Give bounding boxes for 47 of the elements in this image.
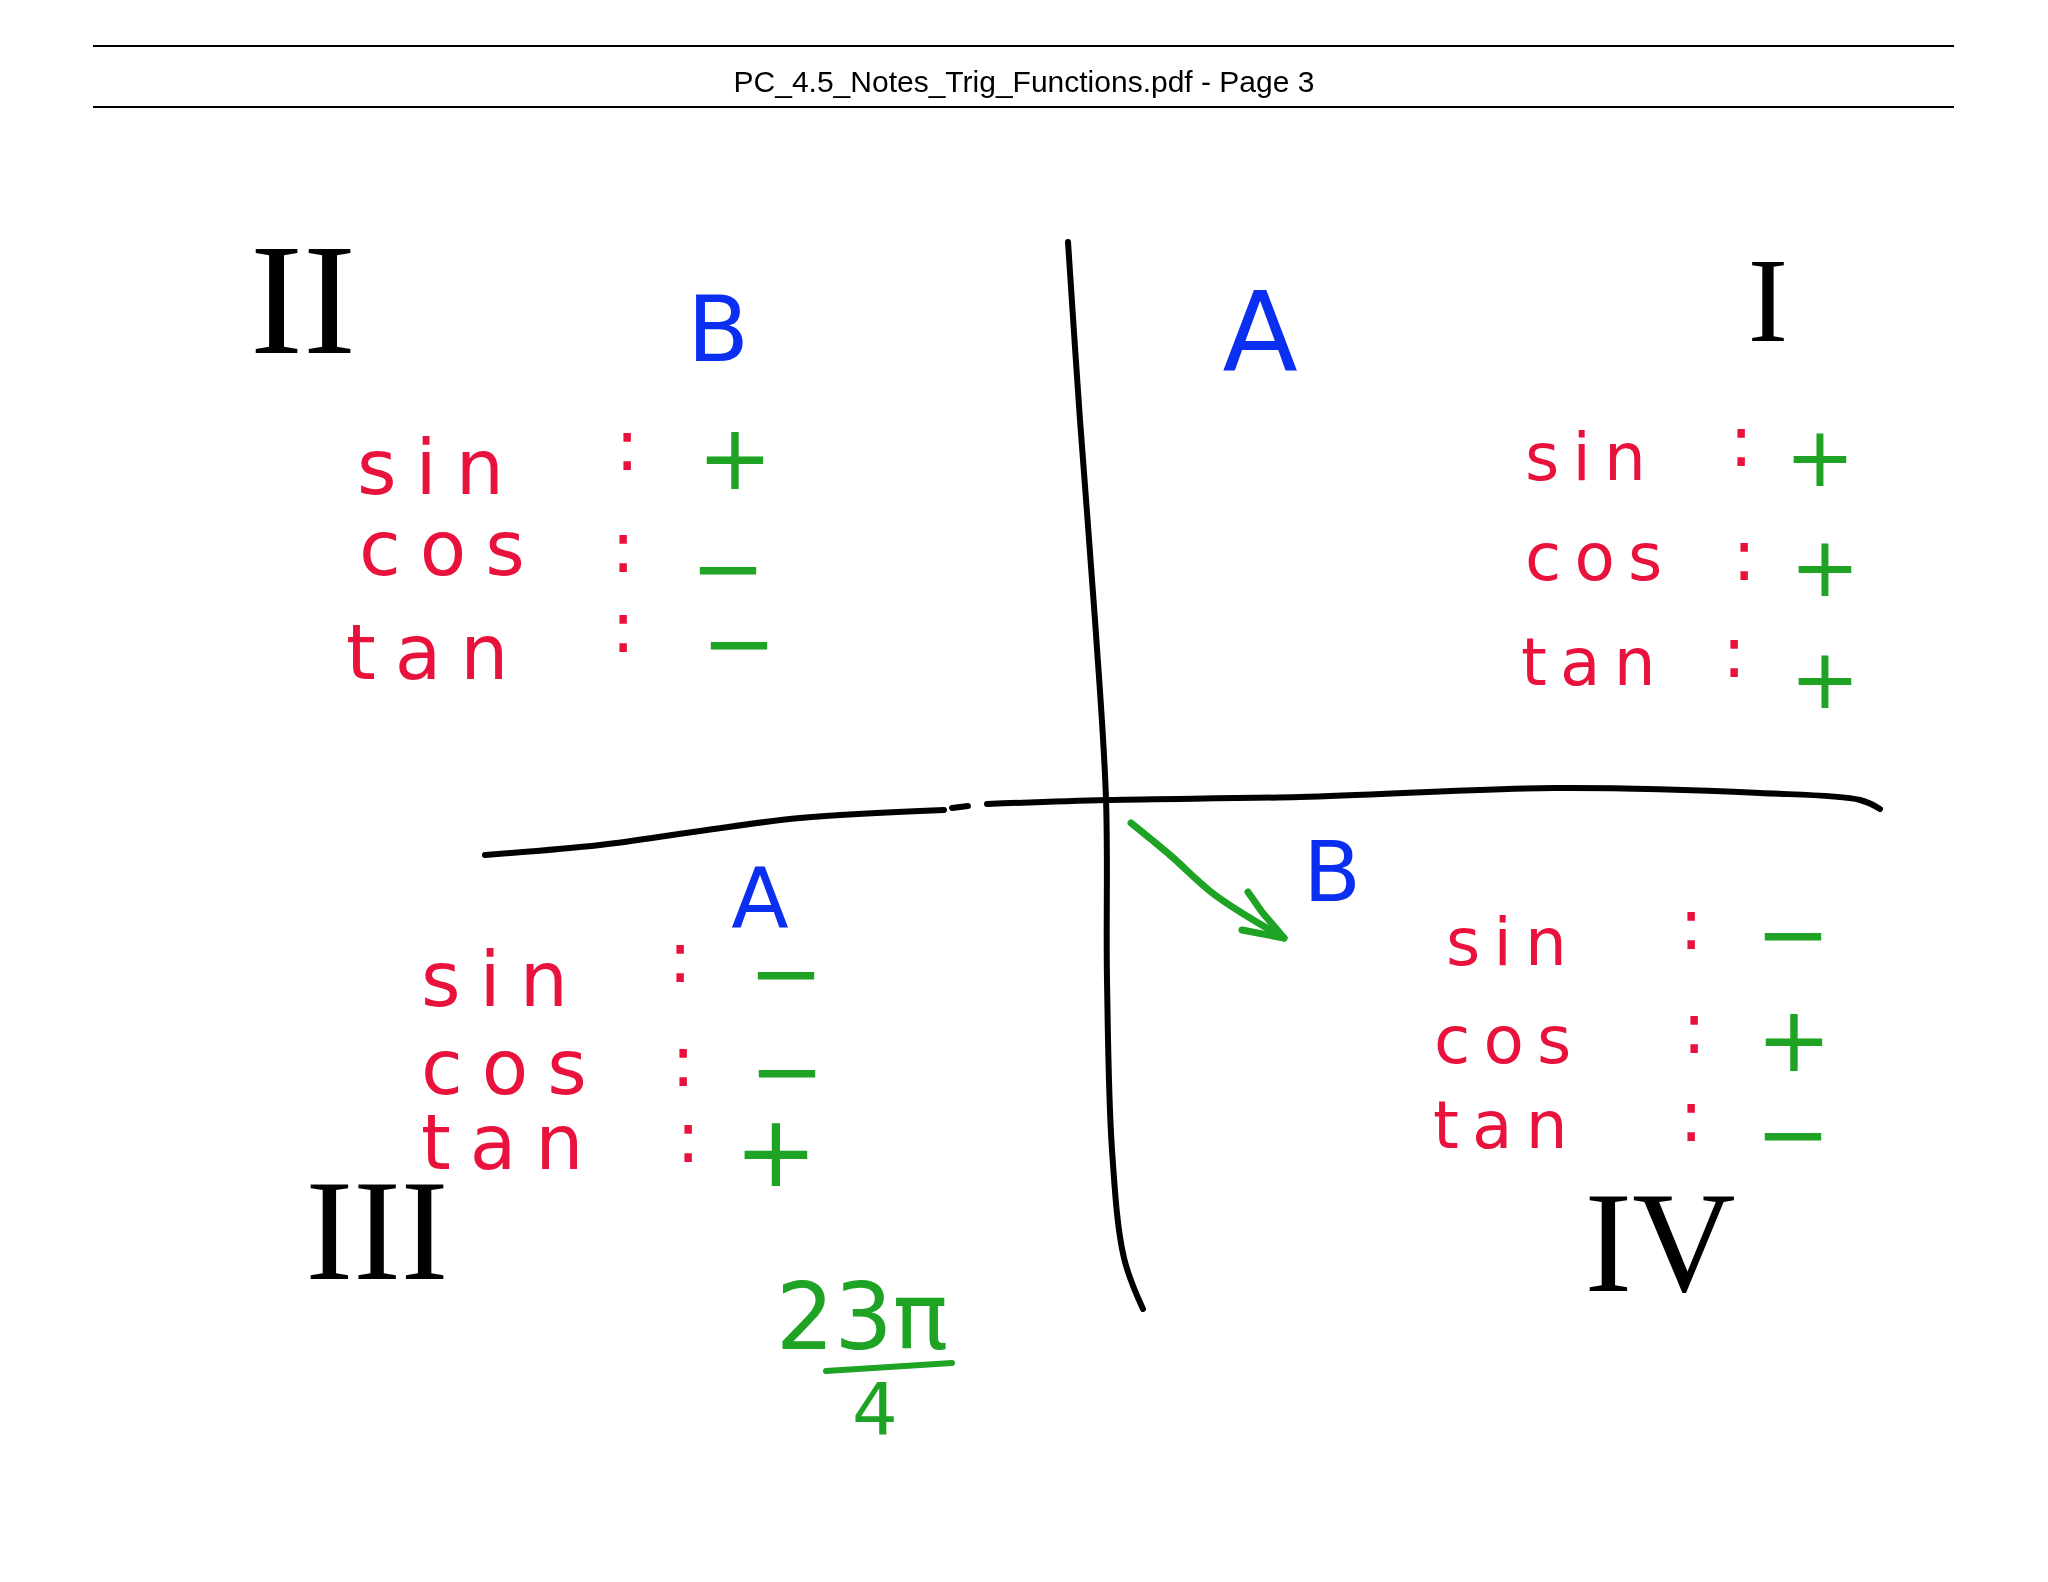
quadrant-numeral: IV	[1584, 1190, 1736, 1298]
quadrant-letter: A	[731, 866, 789, 934]
colon: :	[668, 924, 693, 990]
colon: :	[1682, 995, 1707, 1061]
function-name: tan	[421, 1108, 603, 1177]
colon: :	[611, 514, 636, 580]
colon: :	[1722, 619, 1747, 685]
colon: :	[1729, 408, 1754, 474]
fraction-numerator: 23π	[775, 1278, 949, 1358]
sign-symbol: −	[748, 938, 824, 1008]
quadrant-letter: B	[687, 294, 749, 366]
colon: :	[676, 1104, 701, 1170]
function-name: tan	[346, 618, 528, 687]
colon: :	[671, 1028, 696, 1094]
colon: :	[1679, 891, 1704, 957]
function-name: cos	[359, 514, 544, 583]
colon: :	[611, 594, 636, 660]
sign-symbol: −	[749, 1036, 825, 1106]
function-name: sin	[421, 945, 587, 1014]
sign-symbol: +	[1784, 426, 1856, 490]
function-name: cos	[421, 1033, 606, 1102]
page-header: PC_4.5_Notes_Trig_Functions.pdf - Page 3	[733, 67, 1315, 97]
sign-symbol: +	[734, 1114, 818, 1190]
quadrant-letter: B	[1303, 839, 1361, 907]
sign-symbol: −	[1755, 1099, 1831, 1169]
function-name: tan	[1521, 633, 1669, 693]
quadrant-numeral: II	[250, 240, 356, 360]
function-name: sin	[357, 433, 523, 502]
sign-symbol: −	[690, 533, 766, 603]
sign-symbol: −	[701, 608, 777, 678]
sign-symbol: +	[1789, 536, 1861, 600]
quadrant-numeral: I	[1747, 254, 1789, 346]
sign-symbol: +	[1789, 648, 1861, 712]
function-name: cos	[1525, 528, 1676, 588]
function-name: sin	[1446, 913, 1581, 973]
function-name: cos	[1434, 1011, 1585, 1071]
colon: :	[1732, 522, 1757, 588]
colon: :	[615, 412, 640, 478]
colon: :	[1679, 1083, 1704, 1149]
sign-symbol: −	[1755, 899, 1831, 969]
function-name: sin	[1525, 428, 1660, 488]
quadrant-numeral: III	[305, 1178, 449, 1286]
function-name: tan	[1433, 1096, 1581, 1156]
fraction-denominator: 4	[852, 1379, 898, 1441]
quadrant-letter: A	[1222, 289, 1298, 377]
sign-symbol: +	[1756, 1005, 1832, 1075]
sign-symbol: +	[697, 423, 773, 493]
